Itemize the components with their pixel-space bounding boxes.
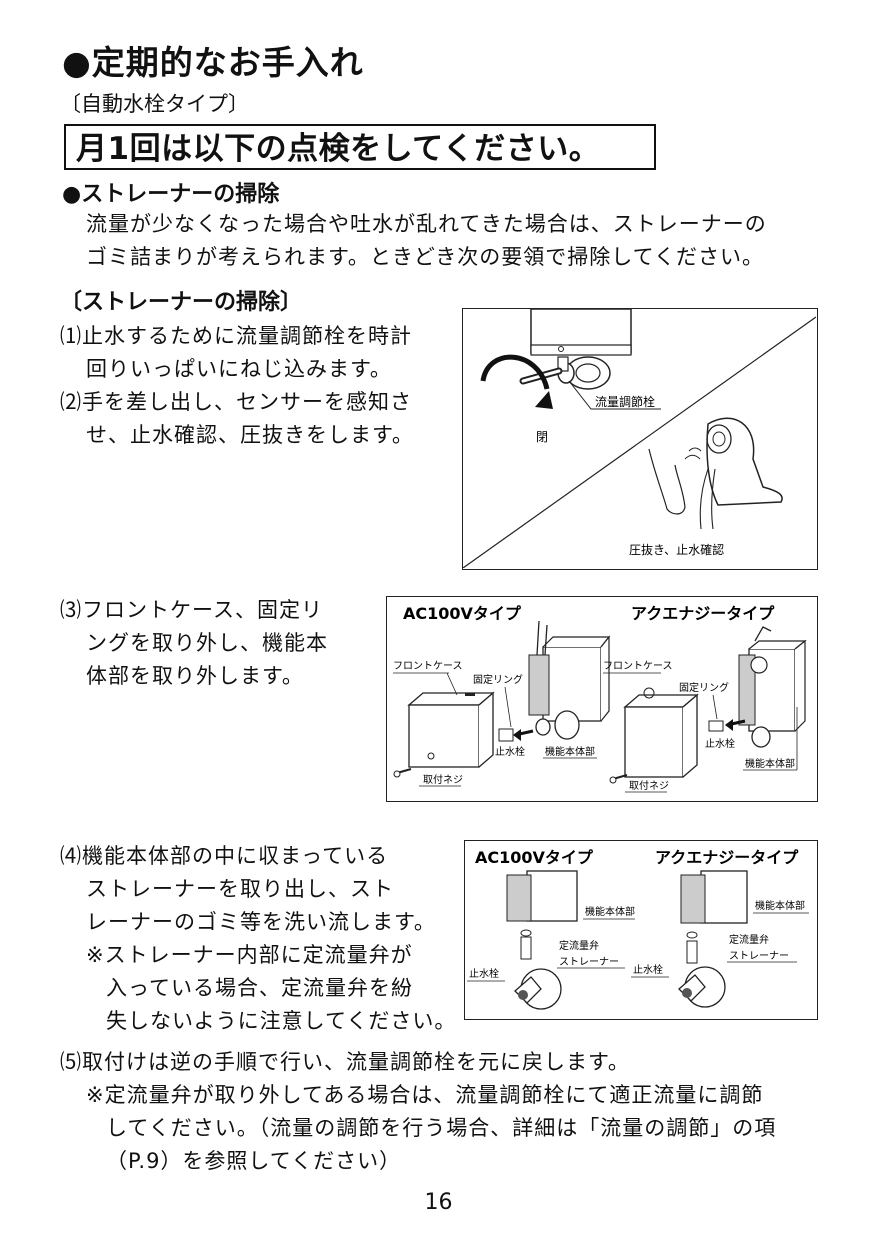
release-label: 圧抜き、止水確認: [629, 542, 724, 557]
section-title: ●ストレーナーの掃除: [62, 182, 280, 207]
aqua-energy-type-label-2: アクエナジータイプ: [655, 848, 799, 867]
faucet-type-subtitle: 〔自動水栓タイプ〕: [60, 92, 249, 116]
screw-label-ac: 取付ネジ: [423, 773, 463, 786]
figure-valve-close-illustration: 流量調節栓 閉 圧抜き、止水確認: [463, 309, 816, 568]
body-label-ac-2: 機能本体部: [585, 905, 635, 918]
screw-label-aq: 取付ネジ: [629, 779, 669, 792]
stop-valve-label-aq-2: 止水栓: [633, 963, 663, 976]
page-title: ●定期的なお手入れ: [62, 43, 364, 82]
intro-line: 流量が少なくなった場合や吐水が乱れてきた場合は、ストレーナーの: [86, 212, 767, 236]
figure-valve-close: 流量調節栓 閉 圧抜き、止水確認: [462, 308, 818, 570]
figure-strainer-illustration: AC100Vタイプ アクエナジータイプ 機能本体部 定流量弁 ストレーナー 止水…: [467, 848, 809, 1010]
aqua-energy-type-label: アクエナジータイプ: [631, 604, 775, 623]
note-line: 入っている場合、定流量弁を紛: [106, 976, 413, 1000]
step-line: せ、止水確認、圧抜きをします。: [86, 423, 414, 447]
stop-valve-label-ac-2: 止水栓: [469, 967, 499, 980]
ac100v-type-label-2: AC100Vタイプ: [475, 848, 594, 867]
strainer-label-aq: ストレーナー: [729, 950, 789, 962]
monthly-check-banner: 月1回は以下の点検をしてください。: [64, 124, 656, 170]
note-line: ※定流量弁が取り外してある場合は、流量調節栓にて適正流量に調節: [86, 1083, 764, 1107]
step-2: ⑵手を差し出し、センサーを感知さ せ、止水確認、圧抜きをします。: [60, 386, 414, 452]
figure-disassembly-illustration: AC100Vタイプ アクエナジータイプ フロントケース 固定リング 止水栓 機能…: [393, 604, 807, 793]
step-line: ⑶フロントケース、固定リ: [60, 598, 323, 622]
step-line: ストレーナーを取り出し、スト: [86, 877, 394, 901]
body-label-aq: 機能本体部: [745, 757, 795, 770]
step-line: ⑷機能本体部の中に収まっている: [60, 844, 389, 868]
fix-ring-label-ac: 固定リング: [473, 673, 523, 686]
body-label-aq-2: 機能本体部: [755, 899, 805, 912]
valve-label: 流量調節栓: [595, 394, 655, 409]
stop-valve-label-ac: 止水栓: [495, 745, 525, 758]
step-4: ⑷機能本体部の中に収まっている ストレーナーを取り出し、スト レーナーのゴミ等を…: [60, 840, 456, 1038]
figure-disassembly: AC100Vタイプ アクエナジータイプ フロントケース 固定リング 止水栓 機能…: [386, 596, 818, 802]
step-line: 体部を取り外します。: [86, 664, 304, 688]
close-label: 閉: [536, 430, 548, 444]
intro-paragraph: 流量が少なくなった場合や吐水が乱れてきた場合は、ストレーナーの ゴミ詰まりが考え…: [86, 208, 767, 274]
step-line: ングを取り外し、機能本: [86, 631, 328, 655]
step-line: ⑸取付けは逆の手順で行い、流量調節栓を元に戻します。: [60, 1050, 630, 1074]
page-number: 16: [424, 1190, 453, 1215]
note-line: 失しないように注意してください。: [106, 1009, 457, 1033]
flow-valve-label-aq: 定流量弁: [729, 933, 769, 946]
note-line: してください。（流量の調節を行う場合、詳細は「流量の調節」の項: [106, 1116, 777, 1140]
step-1: ⑴止水するために流量調節栓を時計 回りいっぱいにねじ込みます。: [60, 320, 412, 386]
front-case-label-ac: フロントケース: [393, 660, 463, 672]
procedure-title: 〔ストレーナーの掃除〕: [60, 290, 303, 315]
note-line: ※ストレーナー内部に定流量弁が: [86, 943, 413, 967]
step-3: ⑶フロントケース、固定リ ングを取り外し、機能本 体部を取り外します。: [60, 594, 328, 693]
strainer-label-ac: ストレーナー: [559, 956, 619, 968]
step-line: レーナーのゴミ等を洗い流します。: [86, 910, 436, 934]
step-line: ⑴止水するために流量調節栓を時計: [60, 324, 412, 348]
stop-valve-label-aq: 止水栓: [705, 737, 735, 750]
ac100v-type-label: AC100Vタイプ: [403, 604, 522, 623]
step-line: 回りいっぱいにねじ込みます。: [86, 357, 392, 381]
step-line: ⑵手を差し出し、センサーを感知さ: [60, 390, 412, 414]
figure-strainer: AC100Vタイプ アクエナジータイプ 機能本体部 定流量弁 ストレーナー 止水…: [464, 840, 818, 1020]
flow-valve-label-ac: 定流量弁: [559, 939, 599, 952]
fix-ring-label-aq: 固定リング: [679, 681, 729, 694]
intro-line: ゴミ詰まりが考えられます。ときどき次の要領で掃除してください。: [86, 245, 765, 269]
step-5: ⑸取付けは逆の手順で行い、流量調節栓を元に戻します。 ※定流量弁が取り外してある…: [60, 1046, 776, 1178]
front-case-label-aq: フロントケース: [603, 660, 673, 672]
body-label-ac: 機能本体部: [545, 745, 595, 758]
note-line: （P.9）を参照してください）: [106, 1149, 402, 1173]
